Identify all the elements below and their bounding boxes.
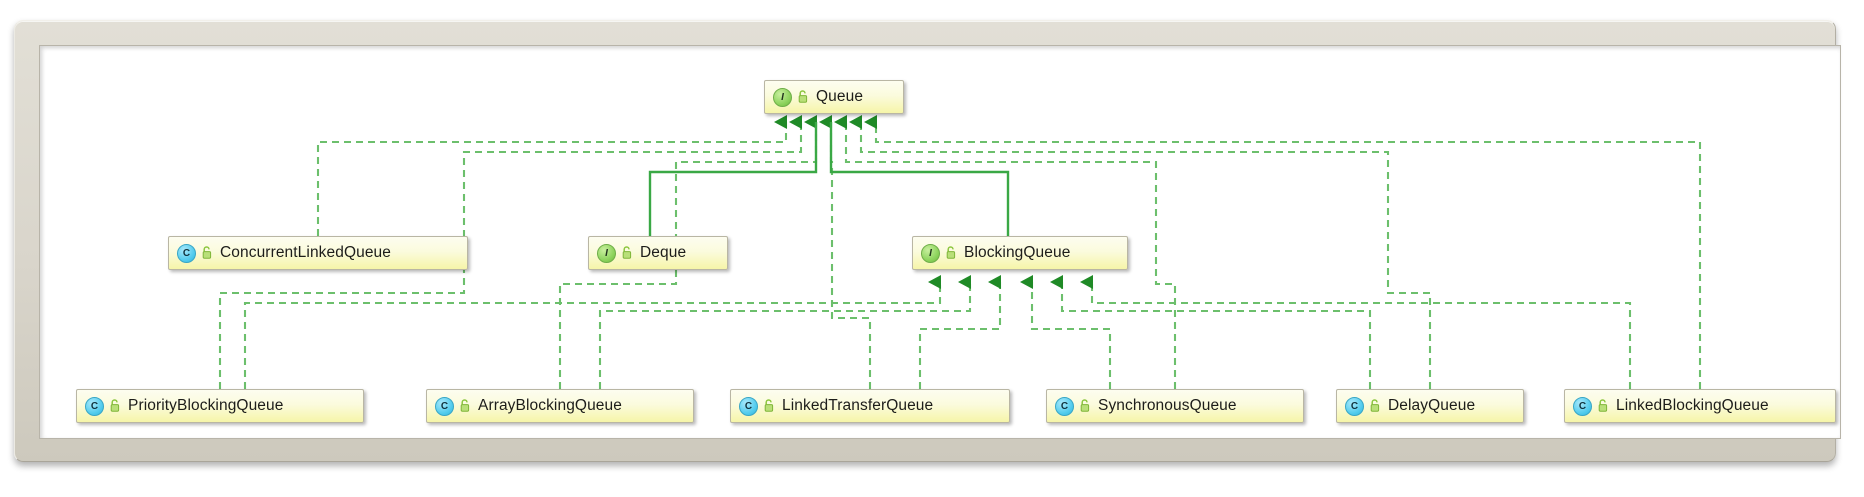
edge-priorityblockingqueue-queue (218, 115, 803, 389)
edge-linkedtransferqueue-queue (819, 115, 872, 389)
solid-extends-edges (648, 122, 1010, 236)
edge-arrayblockingqueue-blockingqueue (598, 275, 972, 389)
node-arrayblockingqueue[interactable]: C ArrayBlockingQueue (426, 389, 694, 423)
node-label: SynchronousQueue (1098, 397, 1237, 415)
edge-synchronousqueue-blockingqueue (1020, 275, 1112, 389)
edge-linkedtransferqueue-blockingqueue (918, 275, 1002, 389)
class-badge-icon: C (739, 396, 758, 416)
diagram-canvas-panel[interactable]: I Queue C ConcurrentLinkedQueue I (39, 45, 1841, 439)
edge-synchronousqueue-queue (834, 115, 1177, 389)
node-linkedblockingqueue[interactable]: C LinkedBlockingQueue (1564, 389, 1836, 423)
node-queue[interactable]: I Queue (764, 80, 904, 114)
padlock-icon (202, 246, 212, 259)
node-blockingqueue[interactable]: I BlockingQueue (912, 236, 1128, 270)
padlock-icon (946, 246, 956, 259)
node-synchronousqueue[interactable]: C SynchronousQueue (1046, 389, 1304, 423)
edge-delayqueue-blockingqueue (1050, 275, 1372, 389)
node-label: DelayQueue (1388, 397, 1476, 415)
class-badge-icon: C (1055, 396, 1074, 416)
edge-priorityblockingqueue-blockingqueue (243, 275, 942, 389)
class-badge-icon: C (435, 396, 454, 416)
padlock-icon (622, 246, 632, 259)
edge-delayqueue-queue (849, 115, 1432, 389)
edge-layer (218, 115, 1702, 389)
node-linkedtransferqueue[interactable]: C LinkedTransferQueue (730, 389, 1010, 423)
class-badge-icon: C (85, 396, 104, 416)
padlock-icon (110, 399, 120, 412)
padlock-icon (1370, 399, 1380, 412)
interface-badge-icon: I (773, 87, 792, 107)
diagram-canvas: I Queue C ConcurrentLinkedQueue I (40, 46, 1840, 438)
edge-blockingqueue-queue (829, 122, 1010, 236)
node-label: ArrayBlockingQueue (478, 397, 622, 415)
diagram-window-frame: I Queue C ConcurrentLinkedQueue I (14, 20, 1841, 462)
dashed-implements-edges (218, 115, 1702, 389)
class-badge-icon: C (1573, 396, 1592, 416)
edge-deque-queue (648, 122, 818, 236)
interface-badge-icon: I (921, 243, 940, 263)
padlock-icon (764, 399, 774, 412)
edge-linkedblockingqueue-queue (864, 115, 1702, 389)
node-label: Deque (640, 244, 687, 262)
edge-concurrentlinkedqueue-queue (316, 115, 788, 236)
node-label: Queue (816, 88, 864, 106)
node-label: LinkedBlockingQueue (1616, 397, 1769, 415)
padlock-icon (798, 90, 808, 103)
interface-badge-icon: I (597, 243, 616, 263)
edge-arrayblockingqueue-queue (558, 115, 818, 389)
padlock-icon (1080, 399, 1090, 412)
edge-linkedblockingqueue-blockingqueue (1080, 275, 1632, 389)
node-label: PriorityBlockingQueue (128, 397, 284, 415)
node-delayqueue[interactable]: C DelayQueue (1336, 389, 1524, 423)
class-badge-icon: C (177, 243, 196, 263)
class-badge-icon: C (1345, 396, 1364, 416)
node-deque[interactable]: I Deque (588, 236, 728, 270)
node-label: ConcurrentLinkedQueue (220, 244, 391, 262)
padlock-icon (460, 399, 470, 412)
padlock-icon (1598, 399, 1608, 412)
node-label: LinkedTransferQueue (782, 397, 934, 415)
node-label: BlockingQueue (964, 244, 1071, 262)
node-concurrentlinkedqueue[interactable]: C ConcurrentLinkedQueue (168, 236, 468, 270)
node-priorityblockingqueue[interactable]: C PriorityBlockingQueue (76, 389, 364, 423)
